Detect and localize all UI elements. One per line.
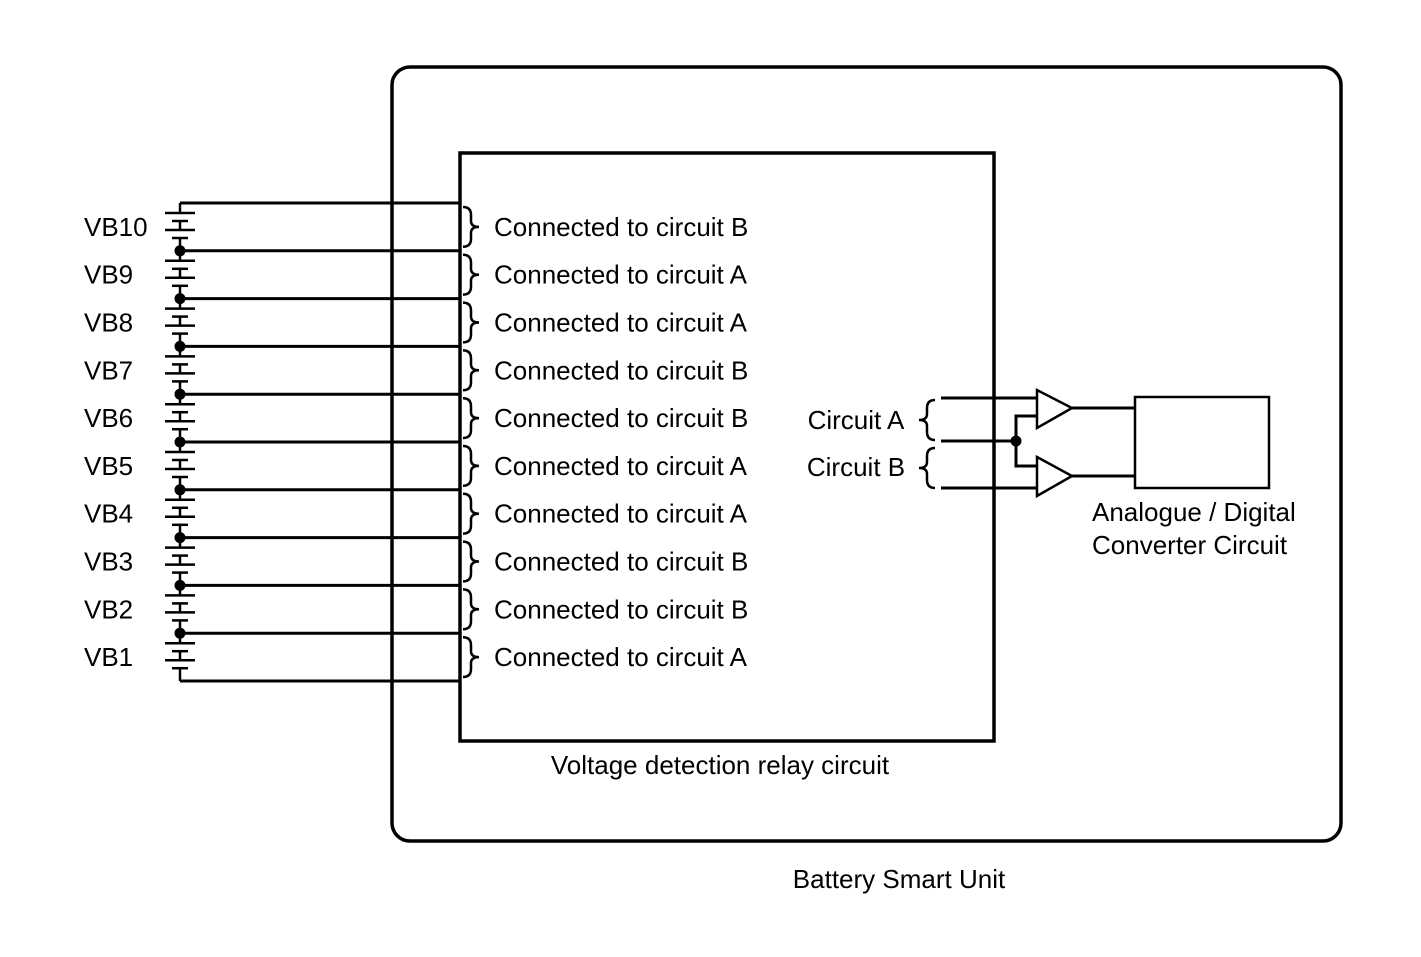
cell-label: VB3 — [84, 547, 133, 577]
cell-connection-label: Connected to circuit A — [494, 642, 748, 672]
circuit-b-brace — [918, 446, 936, 490]
cell-connection-label: Connected to circuit B — [494, 355, 748, 385]
adc-label-line1: Analogue / Digital — [1092, 497, 1296, 527]
cell-label: VB10 — [84, 212, 148, 242]
relay-input-brace — [462, 492, 480, 535]
relay-input-brace — [462, 396, 480, 440]
circuit-selector: Circuit A Circuit B — [807, 387, 1135, 499]
cell-label: VB9 — [84, 260, 133, 290]
common-node-dot — [1010, 435, 1022, 447]
relay-circuit-box — [458, 151, 996, 743]
cell-label: VB8 — [84, 308, 133, 338]
cell-label: VB1 — [84, 642, 133, 672]
cell-connection-label: Connected to circuit B — [494, 403, 748, 433]
cell-connection-label: Connected to circuit B — [494, 547, 748, 577]
cell-connection-label: Connected to circuit A — [494, 260, 748, 290]
cell-connection-label: Connected to circuit A — [494, 499, 748, 529]
relay-input-brace — [462, 588, 480, 631]
relay-circuit-label: Voltage detection relay circuit — [551, 750, 890, 780]
cell-connection-label: Connected to circuit A — [494, 308, 748, 338]
cell-label: VB2 — [84, 594, 133, 624]
circuit-a-label: Circuit A — [808, 405, 905, 435]
cell-connection-label: Connected to circuit B — [494, 212, 748, 242]
adc-box — [1133, 395, 1271, 490]
relay-input-brace — [462, 540, 480, 583]
amplifier-b-icon — [1035, 454, 1075, 499]
battery-smart-unit-box — [390, 65, 1343, 843]
cell-connection-label: Connected to circuit A — [494, 451, 748, 481]
cell-label: VB7 — [84, 355, 133, 385]
relay-input-brace — [462, 635, 480, 679]
relay-input-brace — [462, 444, 480, 488]
cell-connection-label: Connected to circuit B — [494, 594, 748, 624]
relay-input-brace — [462, 301, 480, 344]
adc-label-line2: Converter Circuit — [1092, 530, 1288, 560]
amplifier-a-icon — [1035, 387, 1075, 431]
cell-label: VB6 — [84, 403, 133, 433]
circuit-a-brace — [918, 398, 936, 442]
cell-label: VB4 — [84, 499, 133, 529]
battery-smart-unit-label: Battery Smart Unit — [793, 864, 1006, 894]
relay-input-brace — [462, 253, 480, 296]
cell-label: VB5 — [84, 451, 133, 481]
relay-input-brace — [462, 349, 480, 392]
relay-input-brace — [462, 205, 480, 249]
circuit-b-label: Circuit B — [807, 452, 905, 482]
